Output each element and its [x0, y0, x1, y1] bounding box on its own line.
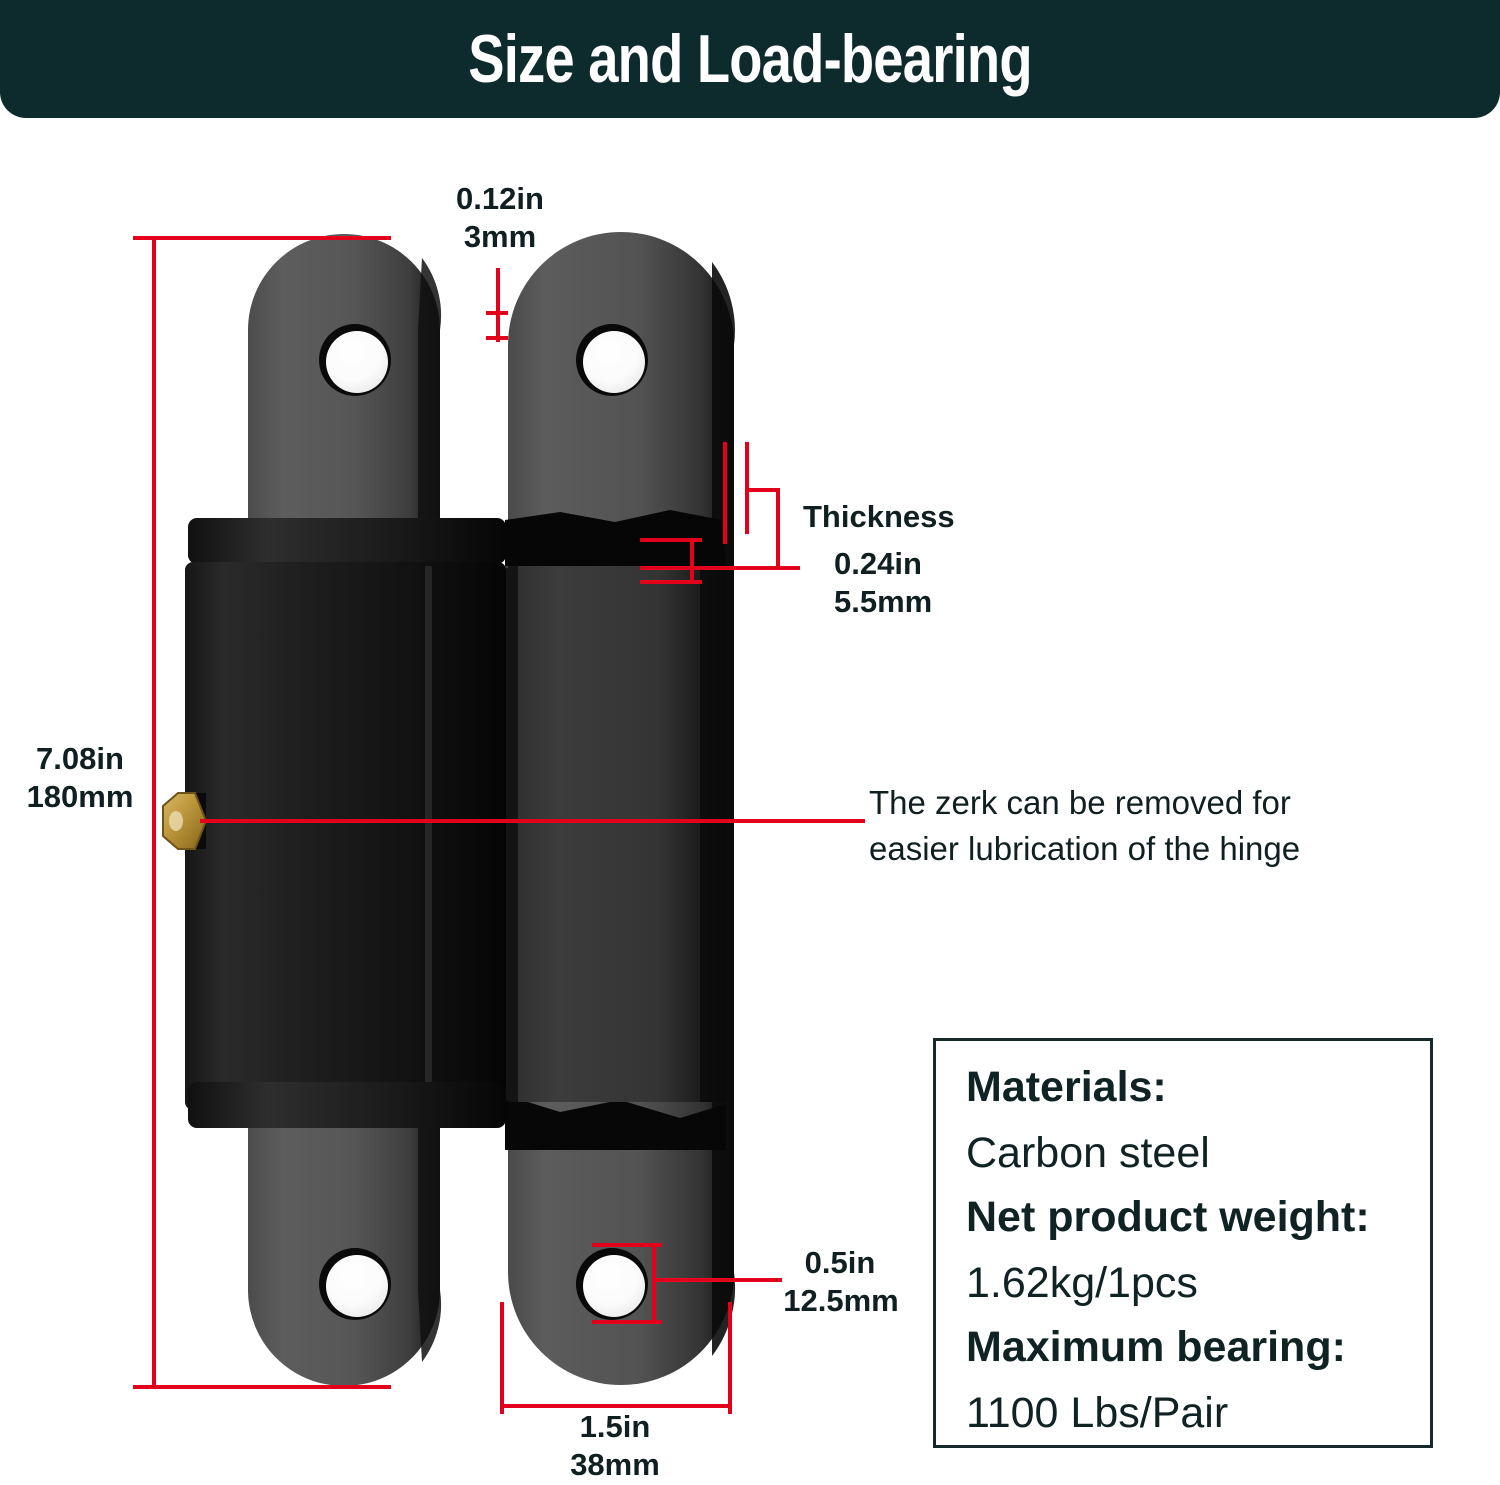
width-extension-right — [728, 1302, 732, 1414]
width-label-inch: 1.5in — [579, 1409, 651, 1444]
thickness-label-inch: 0.24in — [834, 546, 922, 581]
hole-label-mm: 12.5mm — [783, 1283, 899, 1318]
height-extension-line-top — [133, 236, 391, 240]
height-extension-line-bottom — [133, 1385, 391, 1389]
grease-zerk-fitting — [162, 792, 208, 850]
weight-label: Net product weight: — [966, 1193, 1370, 1241]
hole-bracket-bottom — [592, 1320, 662, 1324]
header-banner: Size and Load-bearing — [0, 0, 1500, 118]
hinge-knuckle-block — [500, 566, 726, 1102]
left-mounting-plate-upper — [248, 234, 442, 600]
zerk-callout-line1: The zerk can be removed for — [869, 784, 1291, 821]
weld-bead — [505, 510, 726, 1150]
hole-bracket-top — [592, 1243, 662, 1247]
thickness-label: Thickness — [803, 499, 955, 534]
gap-label-mm: 3mm — [463, 219, 537, 254]
weight-value: 1.62kg/1pcs — [966, 1259, 1198, 1307]
height-label-mm: 180mm — [26, 779, 134, 814]
materials-label: Materials: — [966, 1063, 1167, 1111]
thickness-leader-mid — [640, 566, 800, 570]
bearing-label: Maximum bearing: — [966, 1323, 1346, 1371]
thickness-leader-vert — [776, 488, 780, 568]
width-dimension-line — [500, 1404, 732, 1408]
materials-value: Carbon steel — [966, 1129, 1210, 1177]
thickness-bracket-stem — [690, 538, 694, 584]
hole-label-inch: 0.5in — [804, 1245, 876, 1280]
hole-leader-line — [652, 1278, 782, 1282]
page-title: Size and Load-bearing — [468, 21, 1032, 97]
specifications-box: Materials: Carbon steel Net product weig… — [933, 1038, 1433, 1448]
gap-arrow-lower — [486, 336, 508, 340]
height-label-inch: 7.08in — [36, 741, 124, 776]
bearing-value: 1100 Lbs/Pair — [966, 1389, 1229, 1437]
thickness-bracket-top — [640, 538, 702, 542]
gap-arrow-upper — [486, 311, 508, 315]
left-mounting-plate-lower — [248, 1110, 442, 1386]
gap-dimension-line — [496, 268, 500, 342]
thickness-tick-inner — [723, 442, 727, 544]
zerk-callout-line2: easier lubrication of the hinge — [869, 830, 1301, 867]
gap-label-inch: 0.12in — [456, 181, 544, 216]
thickness-leader-top — [745, 488, 780, 492]
hinge-barrel — [185, 518, 506, 1128]
hole-bracket-stem — [652, 1243, 656, 1324]
width-label-mm: 38mm — [570, 1447, 660, 1482]
height-dimension-line — [152, 236, 156, 1389]
width-extension-left — [500, 1302, 504, 1414]
zerk-leader-line — [200, 819, 865, 823]
thickness-label-mm: 5.5mm — [834, 584, 933, 619]
thickness-bracket-bottom — [640, 580, 702, 584]
